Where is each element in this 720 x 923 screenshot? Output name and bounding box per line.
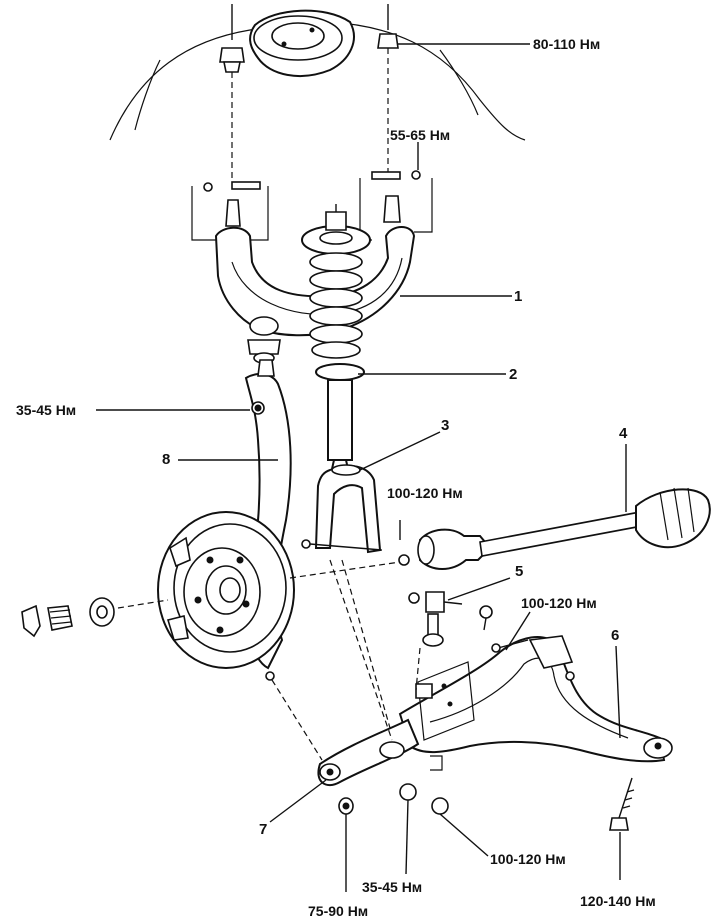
torque-label-top-nut: 80-110 Нм (533, 36, 600, 52)
callout-2: 2 (509, 366, 517, 383)
torque-label-knuckle-upper: 35-45 Нм (16, 402, 76, 418)
leader-lines (96, 43, 627, 892)
callout-4: 4 (619, 425, 628, 442)
callout-8: 8 (162, 451, 170, 468)
strut-shock-absorber (315, 363, 365, 479)
callout-7: 7 (259, 821, 267, 838)
body-panel (109, 21, 526, 141)
strut-fork (301, 464, 383, 554)
lower-hardware (265, 559, 635, 831)
hub-nut-parts (21, 597, 169, 638)
torque-label-ball-joint-nut: 75-90 Нм (308, 903, 368, 919)
callout-1: 1 (514, 288, 522, 305)
lower-control-arm (398, 635, 673, 771)
torque-label-strut-fork: 100-120 Нм (387, 485, 463, 501)
torque-label-lower-nut: 35-45 Нм (362, 879, 422, 895)
callout-3: 3 (441, 417, 449, 434)
top-nut-left (219, 4, 245, 73)
bracket-left (191, 181, 269, 241)
torque-label-arm-bolt: 100-120 Нм (521, 595, 597, 611)
coil-spring (301, 204, 371, 359)
callout-6: 6 (611, 627, 619, 644)
drive-shaft (289, 487, 711, 579)
torque-label-upper-bracket: 55-65 Нм (390, 127, 450, 143)
torque-label-arm-nut: 100-120 Нм (490, 851, 566, 867)
stabilizer-link (408, 591, 493, 647)
brake-disc-hub (157, 511, 295, 669)
callout-5: 5 (515, 563, 523, 580)
torque-label-arm-rear-bolt: 120-140 Нм (580, 893, 656, 909)
top-nut-right (377, 4, 399, 49)
ball-joint-arm (317, 683, 433, 787)
bracket-right (359, 170, 433, 241)
strut-top-mount (249, 9, 355, 77)
